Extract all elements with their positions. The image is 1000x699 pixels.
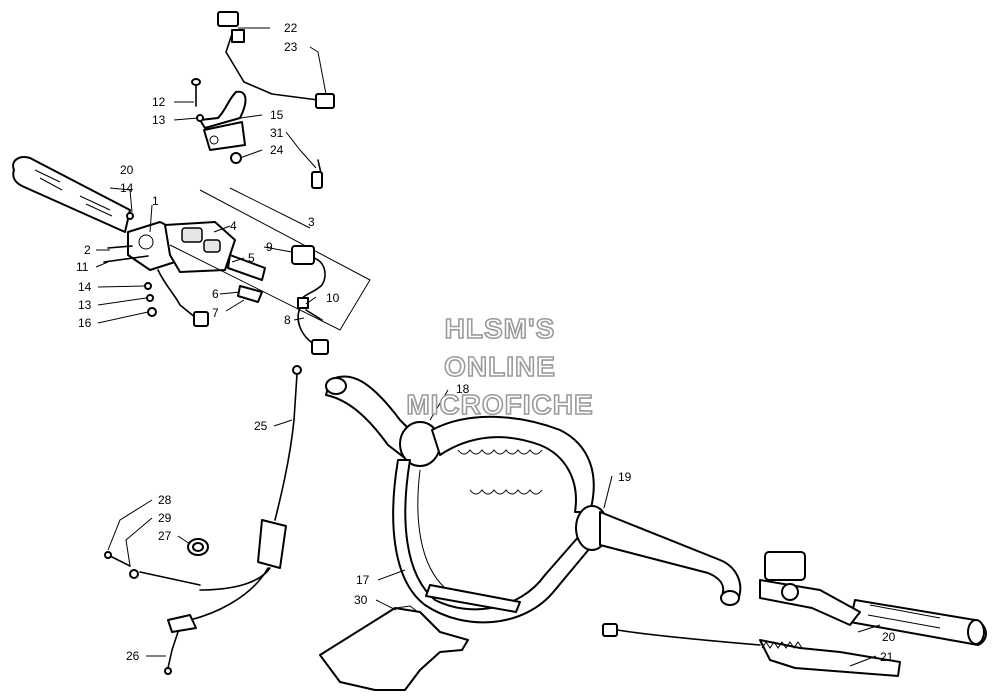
wire-harness-part[interactable] — [157, 269, 197, 319]
brake-master-cylinder-part[interactable] — [759, 551, 861, 626]
callout-28: 28 — [158, 493, 172, 507]
callout-25: 25 — [254, 419, 268, 433]
leader-lines — [95, 27, 881, 667]
screw-part[interactable] — [107, 245, 133, 249]
callout-26: 26 — [126, 649, 140, 663]
callout-13: 13 — [152, 113, 166, 127]
washer-part-14[interactable] — [126, 212, 134, 220]
callout-22: 22 — [284, 21, 298, 35]
callout-3: 3 — [308, 215, 315, 229]
callout-12: 12 — [152, 95, 166, 109]
left-grip-part[interactable] — [12, 156, 131, 233]
callout-9: 9 — [266, 240, 273, 254]
washer-part-lower[interactable] — [144, 282, 152, 290]
throttle-cable-part[interactable] — [189, 365, 302, 621]
handlebar-pad-icon — [457, 449, 543, 495]
choke-cable-part[interactable] — [164, 614, 197, 675]
handlebar-part[interactable] — [325, 375, 742, 624]
callout-30: 30 — [354, 593, 368, 607]
callout-20-left: 20 — [120, 163, 134, 177]
cable-clamp-part[interactable] — [187, 538, 209, 556]
callout-8: 8 — [284, 313, 291, 327]
adjuster-part[interactable] — [104, 551, 201, 586]
callout-29: 29 — [158, 511, 172, 525]
callout-16: 16 — [78, 316, 92, 330]
kill-switch-part[interactable] — [291, 245, 329, 355]
callout-21: 21 — [880, 650, 894, 664]
watermark-line-1: HLSM'S — [445, 313, 556, 344]
callouts: 22 23 12 13 15 31 24 20 14 1 4 3 2 11 9 … — [76, 21, 896, 664]
heater-element-part[interactable] — [602, 623, 901, 677]
throttle-lever-part[interactable] — [199, 90, 247, 151]
throttle-switch-part[interactable] — [217, 11, 335, 109]
connector-part[interactable] — [311, 159, 323, 189]
callout-17: 17 — [356, 573, 370, 587]
nut-part[interactable] — [230, 152, 242, 164]
nut-part-16[interactable] — [147, 307, 157, 317]
callout-1: 1 — [152, 194, 159, 208]
callout-15: 15 — [270, 108, 284, 122]
callout-11: 11 — [76, 260, 89, 274]
callout-14-bottom: 14 — [78, 280, 92, 294]
assembly-group-outline-top — [229, 187, 311, 229]
bolt-part[interactable] — [191, 78, 201, 107]
callout-4: 4 — [230, 219, 237, 233]
callout-7: 7 — [212, 306, 219, 320]
plug-part[interactable] — [193, 311, 209, 327]
callout-5: 5 — [248, 251, 255, 265]
screw-long-part[interactable] — [103, 255, 149, 263]
watermark: HLSM'S ONLINE MICROFICHE — [406, 312, 594, 421]
callout-2: 2 — [84, 243, 91, 257]
callout-23: 23 — [284, 40, 298, 54]
switch-housing-part[interactable] — [127, 221, 266, 303]
callout-19: 19 — [618, 470, 632, 484]
callout-6: 6 — [212, 287, 219, 301]
watermark-line-3: MICROFICHE — [406, 389, 593, 420]
callout-18: 18 — [456, 382, 470, 396]
callout-10: 10 — [326, 291, 340, 305]
callout-20-right: 20 — [882, 630, 896, 644]
assembly-group-outline — [169, 189, 371, 331]
pad-cover-part[interactable] — [319, 605, 469, 691]
callout-27: 27 — [158, 529, 172, 543]
right-grip-part[interactable] — [849, 599, 987, 646]
watermark-line-2: ONLINE — [444, 351, 556, 382]
washer-part-13[interactable] — [146, 294, 154, 302]
callout-14-top: 14 — [120, 181, 134, 195]
callout-13-bottom: 13 — [78, 298, 92, 312]
callout-24: 24 — [270, 143, 284, 157]
callout-31: 31 — [270, 126, 284, 140]
